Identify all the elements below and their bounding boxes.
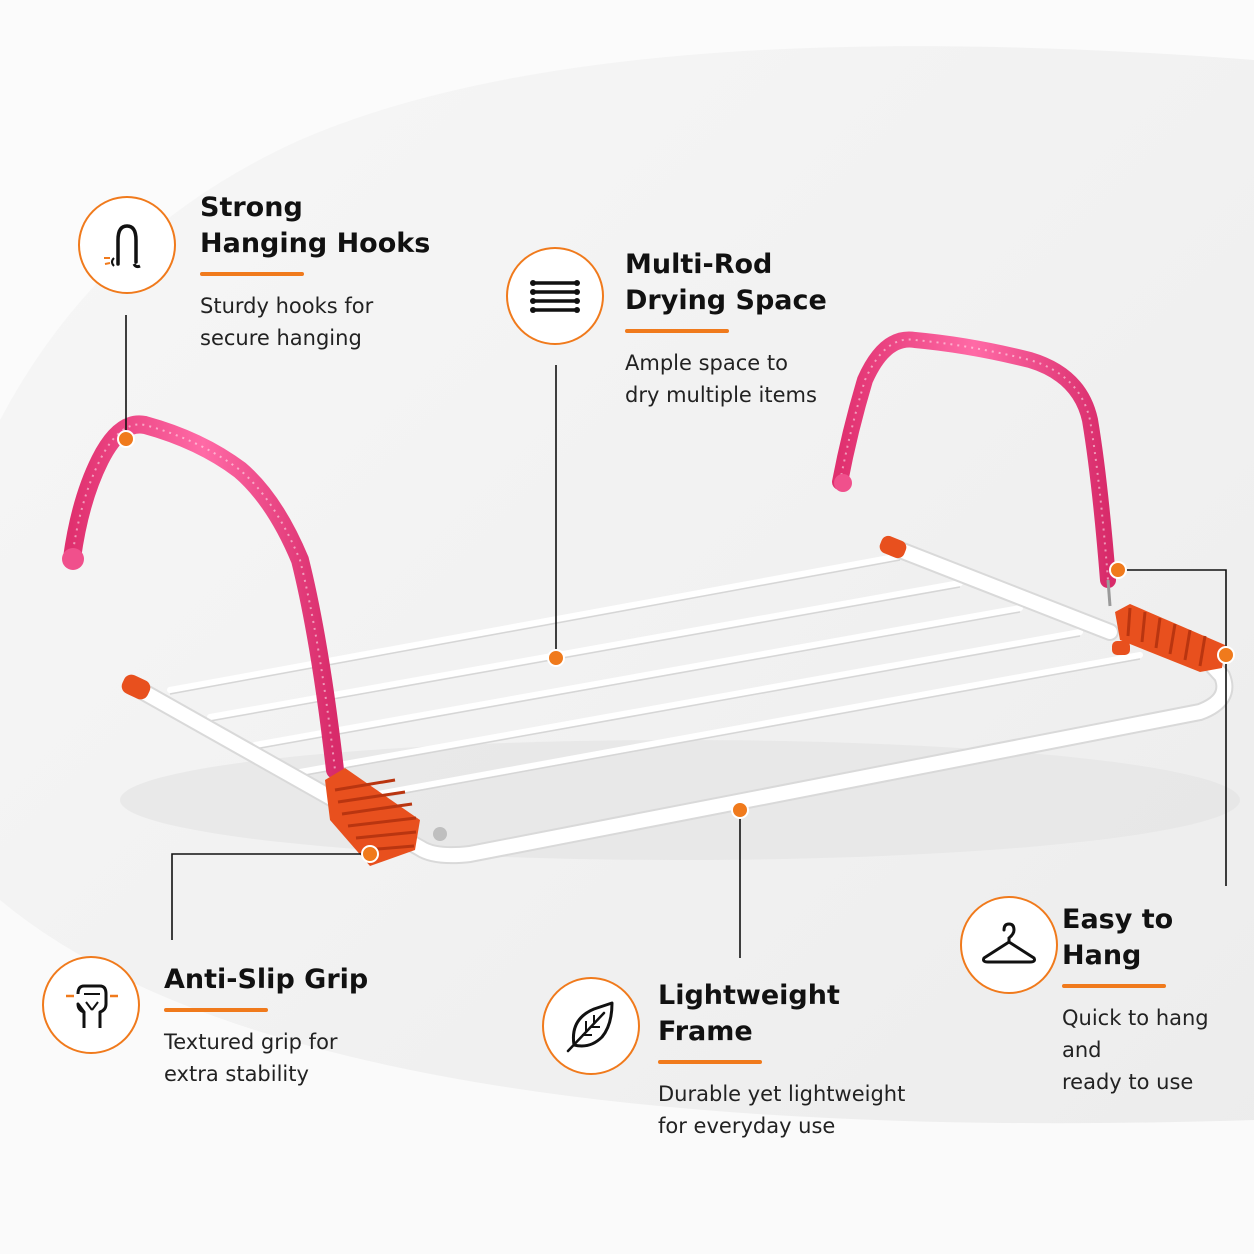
feature-title: Hanging Hooks (200, 228, 431, 259)
feature-multi-rod-drying-space: Multi-Rod Drying Space Ample space to dr… (625, 247, 827, 411)
hook-icon (78, 196, 176, 294)
feature-title: Anti-Slip Grip (164, 964, 369, 995)
feature-description: Durable yet lightweight (658, 1082, 906, 1106)
drying-rods (167, 553, 1143, 803)
accent-underline (200, 272, 304, 276)
feature-description: for everyday use (658, 1114, 836, 1138)
feature-title: Easy to Hang (1062, 904, 1174, 971)
accent-underline (1062, 984, 1166, 988)
feature-title: Strong (200, 192, 303, 223)
hanger-icon (960, 896, 1058, 994)
accent-underline (164, 1008, 268, 1012)
feature-anti-slip-grip: Anti-Slip Grip Textured grip for extra s… (164, 962, 368, 1090)
feature-description: Quick to hang and (1062, 1006, 1209, 1062)
feature-description: Ample space to (625, 351, 788, 375)
feature-description: extra stability (164, 1062, 309, 1086)
feature-title: Multi-Rod (625, 249, 773, 280)
right-grip (1115, 604, 1225, 672)
feature-title: Frame (658, 1016, 753, 1047)
grip-hand-icon (42, 956, 140, 1054)
callout-lines (125, 315, 1227, 958)
feature-description: Sturdy hooks for (200, 294, 374, 318)
feature-description: dry multiple items (625, 383, 817, 407)
feature-title: Lightweight (658, 980, 840, 1011)
leaf-icon (542, 977, 640, 1075)
callout-dots (117, 430, 1235, 863)
rack-frame (131, 539, 1234, 865)
accent-underline (658, 1060, 762, 1064)
accent-underline (625, 329, 729, 333)
feature-lightweight-frame: Lightweight Frame Durable yet lightweigh… (658, 978, 905, 1142)
feature-description: Textured grip for (164, 1030, 338, 1054)
rods-icon (506, 247, 604, 345)
feature-description: secure hanging (200, 326, 362, 350)
feature-strong-hanging-hooks: Strong Hanging Hooks Sturdy hooks for se… (200, 190, 430, 354)
feature-title: Drying Space (625, 285, 827, 316)
feature-description: ready to use (1062, 1070, 1194, 1094)
feature-easy-to-hang: Easy to Hang Quick to hang and ready to … (1062, 902, 1254, 1098)
left-grip (325, 768, 447, 866)
